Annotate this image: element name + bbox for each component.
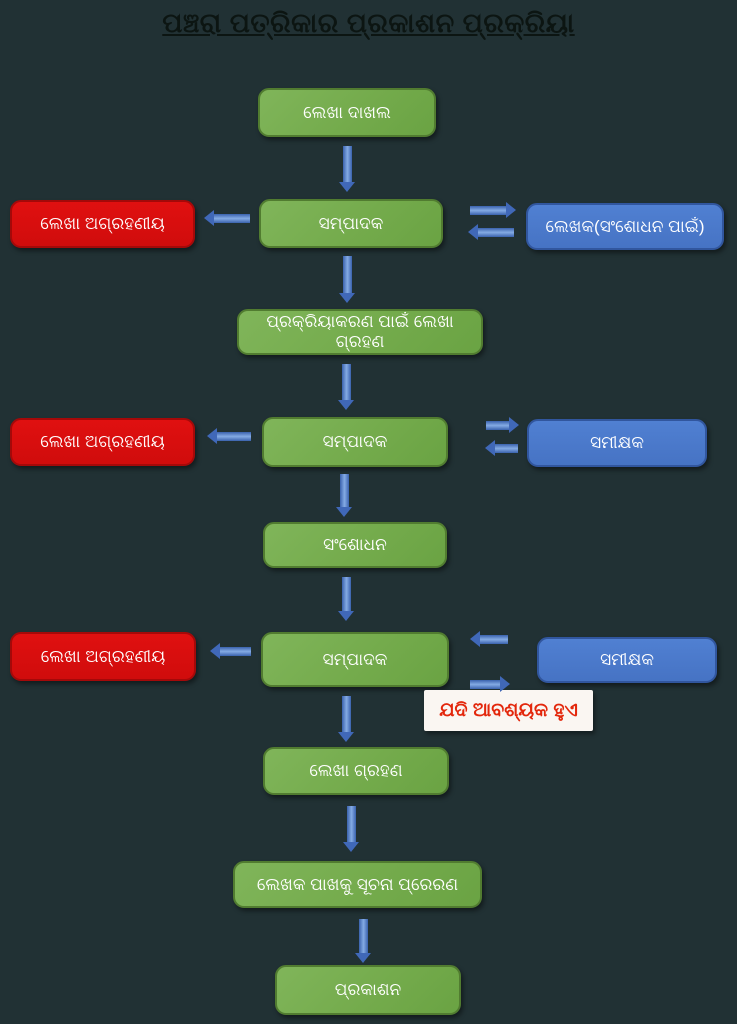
node-editor-3: ସମ୍ପାଦକ xyxy=(261,632,449,687)
node-publication: ପ୍ରକାଶନ xyxy=(275,965,461,1015)
node-editor-2: ସମ୍ପାଦକ xyxy=(262,417,448,467)
arrow-down-accept-to-notify xyxy=(343,806,360,852)
arrow-left-editor3-to-reject xyxy=(210,643,251,660)
arrow-left-editor2-to-reject xyxy=(207,428,251,445)
node-article-submission: ଲେଖା ଦାଖଲ xyxy=(258,88,436,137)
arrow-right-editor2-to-reviewer xyxy=(486,417,519,434)
arrow-down-submit-to-editor1 xyxy=(339,146,356,192)
node-reviewer-1: ସମୀକ୍ଷକ xyxy=(527,419,707,467)
arrow-down-revision-to-editor3 xyxy=(338,577,355,621)
arrow-left-author-to-editor1 xyxy=(468,224,514,241)
node-article-rejected-3: ଲେଖା ଅଗ୍ରହଣୀୟ xyxy=(10,632,196,681)
node-reviewer-2: ସମୀକ୍ଷକ xyxy=(537,637,717,683)
arrow-down-editor2-to-revision xyxy=(336,474,353,517)
node-article-rejected-2: ଲେଖା ଅଗ୍ରହଣୀୟ xyxy=(10,418,195,466)
page-title: ପଞ୍ଚରା ପତ୍ରିକାର ପ୍ରକାଶନ ପ୍ରକ୍ରିୟା xyxy=(162,8,575,38)
arrow-left-editor1-to-reject xyxy=(204,210,250,227)
node-article-rejected-1: ଲେଖା ଅଗ୍ରହଣୀୟ xyxy=(10,200,195,248)
arrow-down-editor1-to-processing xyxy=(339,256,356,303)
arrow-left-reviewer-to-editor2 xyxy=(485,440,518,457)
note-if-necessary: ଯଦି ଆବଶ୍ୟକ ହୁଏ xyxy=(424,690,593,731)
node-author-for-revision: ଲେଖକ(ସଂଶୋଧନ ପାଇଁ) xyxy=(526,203,724,250)
arrow-left-reviewer2-to-editor3 xyxy=(470,631,508,648)
node-accepted-for-processing: ପ୍ରକ୍ରିୟାକରଣ ପାଇଁ ଲେଖା ଗ୍ରହଣ xyxy=(237,309,483,355)
node-notify-author: ଲେଖକ ପାଖକୁ ସୂଚନା ପ୍ରେରଣ xyxy=(233,861,482,908)
arrow-down-editor3-to-accept xyxy=(338,696,355,742)
node-editor-1: ସମ୍ପାଦକ xyxy=(259,199,443,248)
arrow-down-processing-to-editor2 xyxy=(338,364,355,410)
node-revision: ସଂଶୋଧନ xyxy=(263,522,447,568)
node-article-accepted: ଲେଖା ଗ୍ରହଣ xyxy=(263,747,449,795)
arrow-right-editor1-to-author xyxy=(470,202,516,219)
arrow-right-editor3-to-reviewer2 xyxy=(470,676,510,693)
arrow-down-notify-to-publish xyxy=(355,919,372,963)
